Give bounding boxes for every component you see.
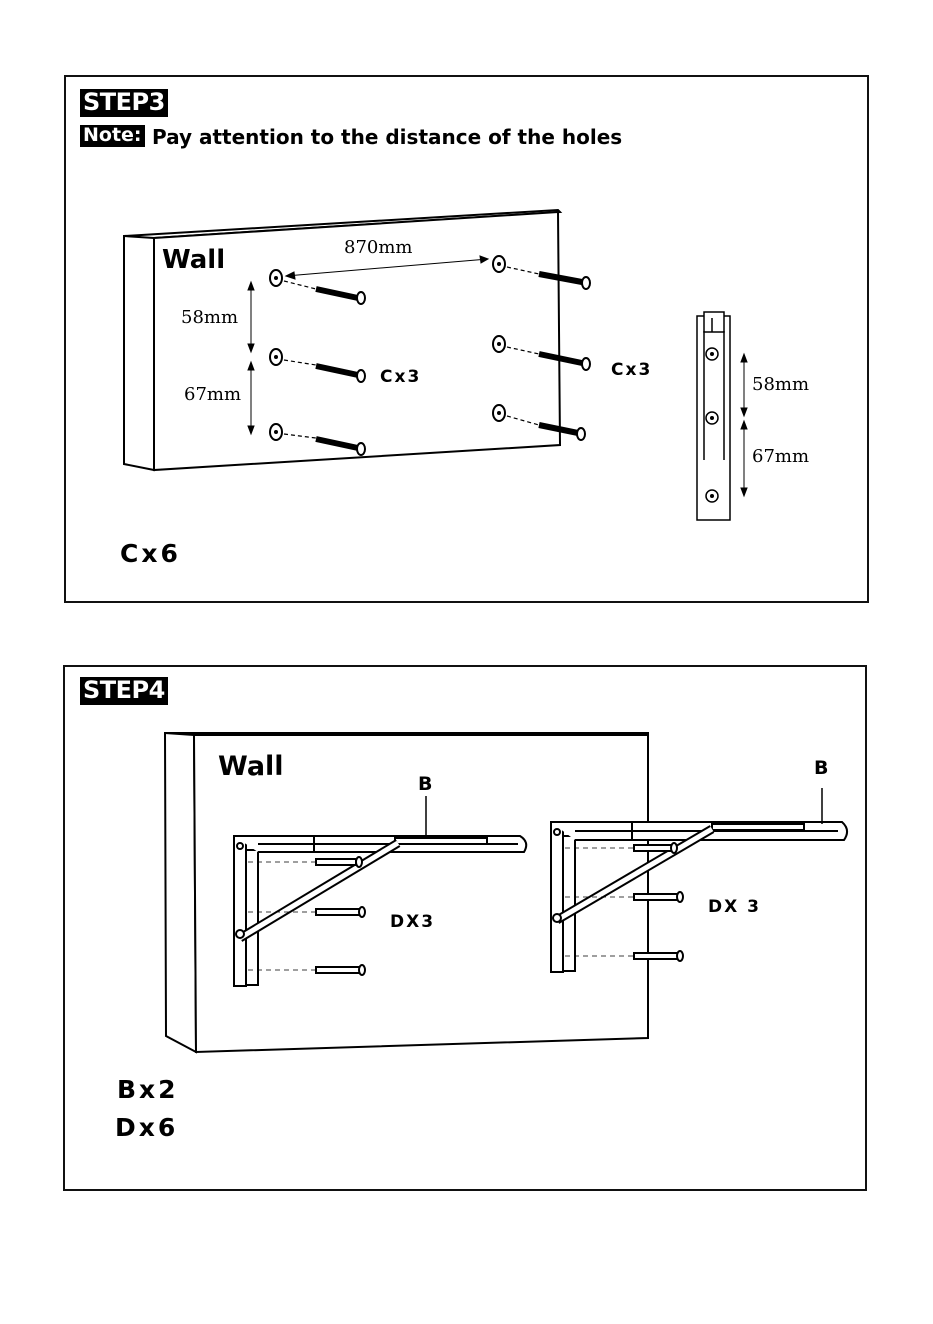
bracket-left-label: B [418, 773, 432, 795]
screw [316, 965, 365, 975]
step4-wall-label: Wall [218, 751, 284, 782]
screw [634, 892, 683, 902]
bracket-right-label: B [814, 757, 828, 779]
screws-right-count: DX 3 [708, 897, 761, 917]
screw [316, 907, 365, 917]
screw [316, 857, 362, 867]
screws-left-count: DX3 [390, 912, 435, 932]
screw [634, 951, 683, 961]
screw [634, 843, 677, 853]
